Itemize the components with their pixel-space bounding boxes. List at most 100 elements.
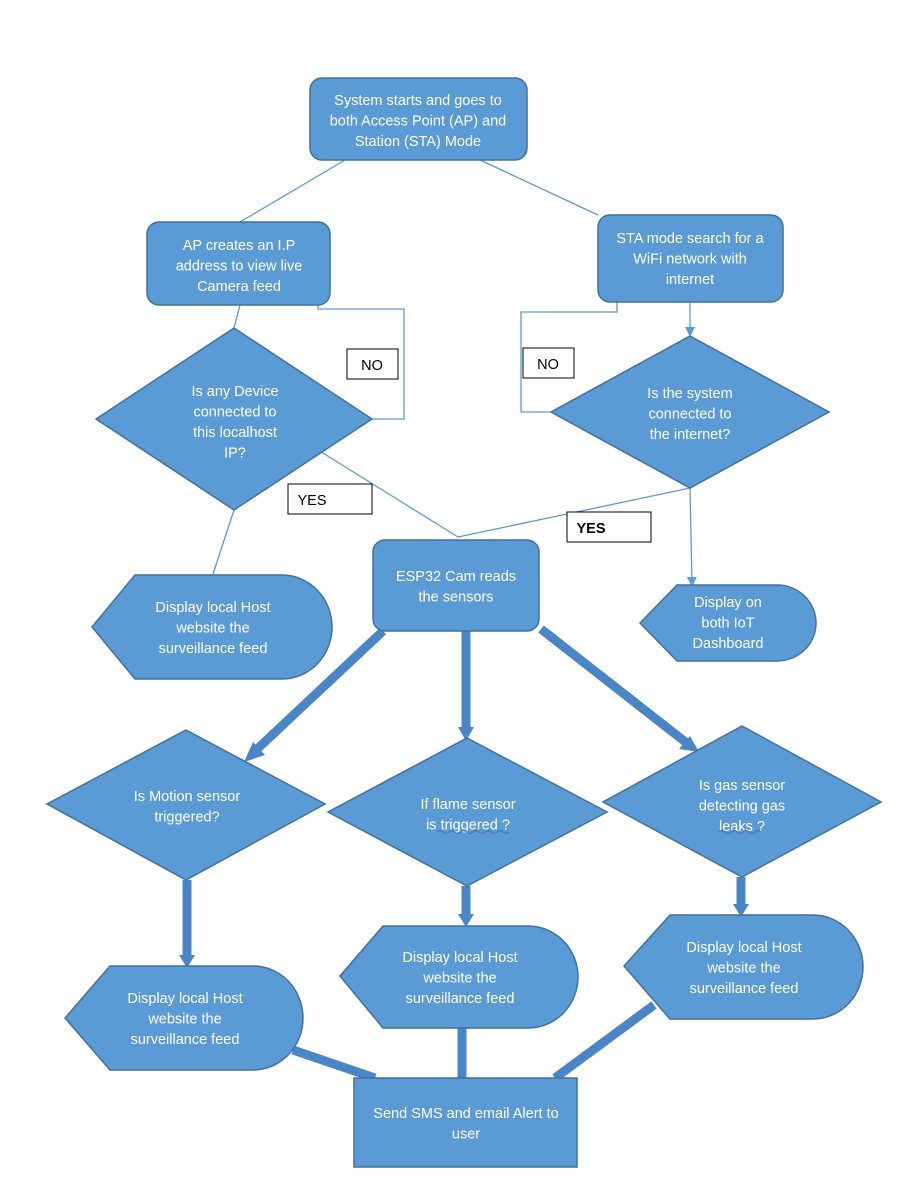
node-text-line: Display local Host [686,940,801,956]
node-text-line: triggered? [154,810,219,826]
node-text-line: both Access Point (AP) and [330,114,507,130]
connector-start-to-ap [239,159,346,223]
node-text-line: Display on [694,595,762,611]
node-text-display-gas: Display local Host website the surveillanc… [686,940,801,997]
node-text-line: ESP32 Cam reads [396,569,516,585]
node-sta-search [597,214,784,303]
connector-ap-to-device-check [233,304,241,329]
node-text-line: STA mode search for a [616,231,764,247]
node-text-display-flame: Display local Host website the surveillanc… [402,950,517,1007]
node-text-line: Display local Host [402,950,517,966]
node-text-line: detecting gas [699,799,785,815]
node-text-line: website the [175,621,249,637]
connector-no-loop-left [317,305,405,420]
arrow-display-motion-to-alert [291,1045,377,1083]
node-text-line: IP? [224,446,246,462]
node-text-line: address to view live [176,259,303,275]
spellcheck-underline-triggered [436,829,510,835]
node-text-line: internet [666,272,714,288]
node-text-line: Dashboard [693,636,764,652]
node-text-alert: Send SMS and email Alert to user [373,1106,558,1143]
node-text-display-iot: Display on both IoT Dashboard [693,595,764,652]
node-text-line: the internet? [650,427,731,443]
connector-start-to-sta [479,159,599,216]
edge-label-yes-right: YES [576,521,605,537]
node-esp32 [372,539,540,632]
arrow-esp32-to-motion [250,627,387,756]
edge-label-yes-left: YES [297,493,326,509]
node-text-line: surveillance feed [131,1032,240,1048]
node-text-line: surveillance feed [406,991,515,1007]
node-internet-check [549,335,831,489]
connector-internet-to-iot [686,487,697,587]
node-text-line: website the [422,971,496,987]
connector-device-to-display-local [212,509,235,575]
node-text-motion: Is Motion sensor triggered? [134,789,241,826]
node-text-line: leaks ? [719,819,765,835]
node-text-line: surveillance feed [690,981,799,997]
node-text-line: Station (STA) Mode [355,134,481,150]
edge-label-no-left: NO [361,358,383,374]
node-text-line: is triggered ? [426,818,510,834]
node-display-iot [638,584,817,662]
node-text-internet-check: Is the system connected to the internet? [647,386,732,443]
node-text-line: Send SMS and email Alert to [373,1106,558,1122]
edge-label-no-right: NO [537,357,559,373]
node-text-line: this localhost [193,425,277,441]
arrow-esp32-to-gas [538,625,691,748]
node-labels: System starts and goes to both Access Poi… [127,93,801,1143]
connector-device-yes-to-esp32 [317,449,459,538]
node-text-gas: Is gas sensor detecting gas leaks ? [699,778,785,835]
node-text-line: AP creates an I.P [183,238,296,254]
label-box-no-right [522,347,575,379]
arrowhead-motion [244,742,265,762]
node-text-line: Is Motion sensor [134,789,241,805]
node-flame [326,737,609,887]
node-ap-ip [146,221,331,306]
node-alert [353,1077,578,1168]
label-box-no-left [346,348,399,380]
node-text-line: connected to [648,407,731,423]
connector-no-loop-right [520,302,618,413]
arrowhead-motion-display [179,955,195,968]
arrowhead-gas-display [733,904,749,917]
arrowhead-flame [458,727,474,741]
node-display-gas [622,914,864,1020]
spellcheck-underline-leaks [718,829,762,835]
node-gas [601,725,883,878]
node-text-line: website the [147,1012,221,1028]
node-text-line: Is the system [647,386,732,402]
node-text-line: Camera feed [197,279,281,295]
node-start [309,77,528,161]
node-display-motion [64,965,304,1071]
node-motion [45,729,327,881]
node-text-line: If flame sensor [420,797,515,813]
node-text-esp32: ESP32 Cam reads the sensors [396,569,516,606]
node-text-line: WiFi network with [633,252,747,268]
node-display-flame [339,925,579,1029]
node-text-sta-search: STA mode search for a WiFi network with in… [616,231,764,288]
node-device-check [94,327,374,511]
node-text-line: Display local Host [155,600,270,616]
label-box-yes-right [566,511,652,543]
arrowhead-flame-display [458,914,474,927]
node-text-flame: If flame sensor is triggered ? [420,797,515,834]
node-text-line: surveillance feed [159,641,268,657]
arrow-display-gas-to-alert [552,1001,657,1082]
node-text-start: System starts and goes to both Access Poi… [330,93,507,150]
node-text-line: Display local Host [127,991,242,1007]
node-text-line: System starts and goes to [334,93,502,109]
node-text-line: both IoT [701,616,754,632]
node-text-display-motion: Display local Host website the surveillanc… [127,991,242,1048]
node-text-line: Is gas sensor [699,778,785,794]
node-text-line: user [452,1127,480,1143]
node-text-line: website the [706,961,780,977]
node-text-line: the sensors [419,590,494,606]
node-text-display-local-top: Display local Host website the surveillanc… [155,600,270,657]
label-box-yes-left [287,483,373,515]
node-text-line: connected to [193,405,276,421]
